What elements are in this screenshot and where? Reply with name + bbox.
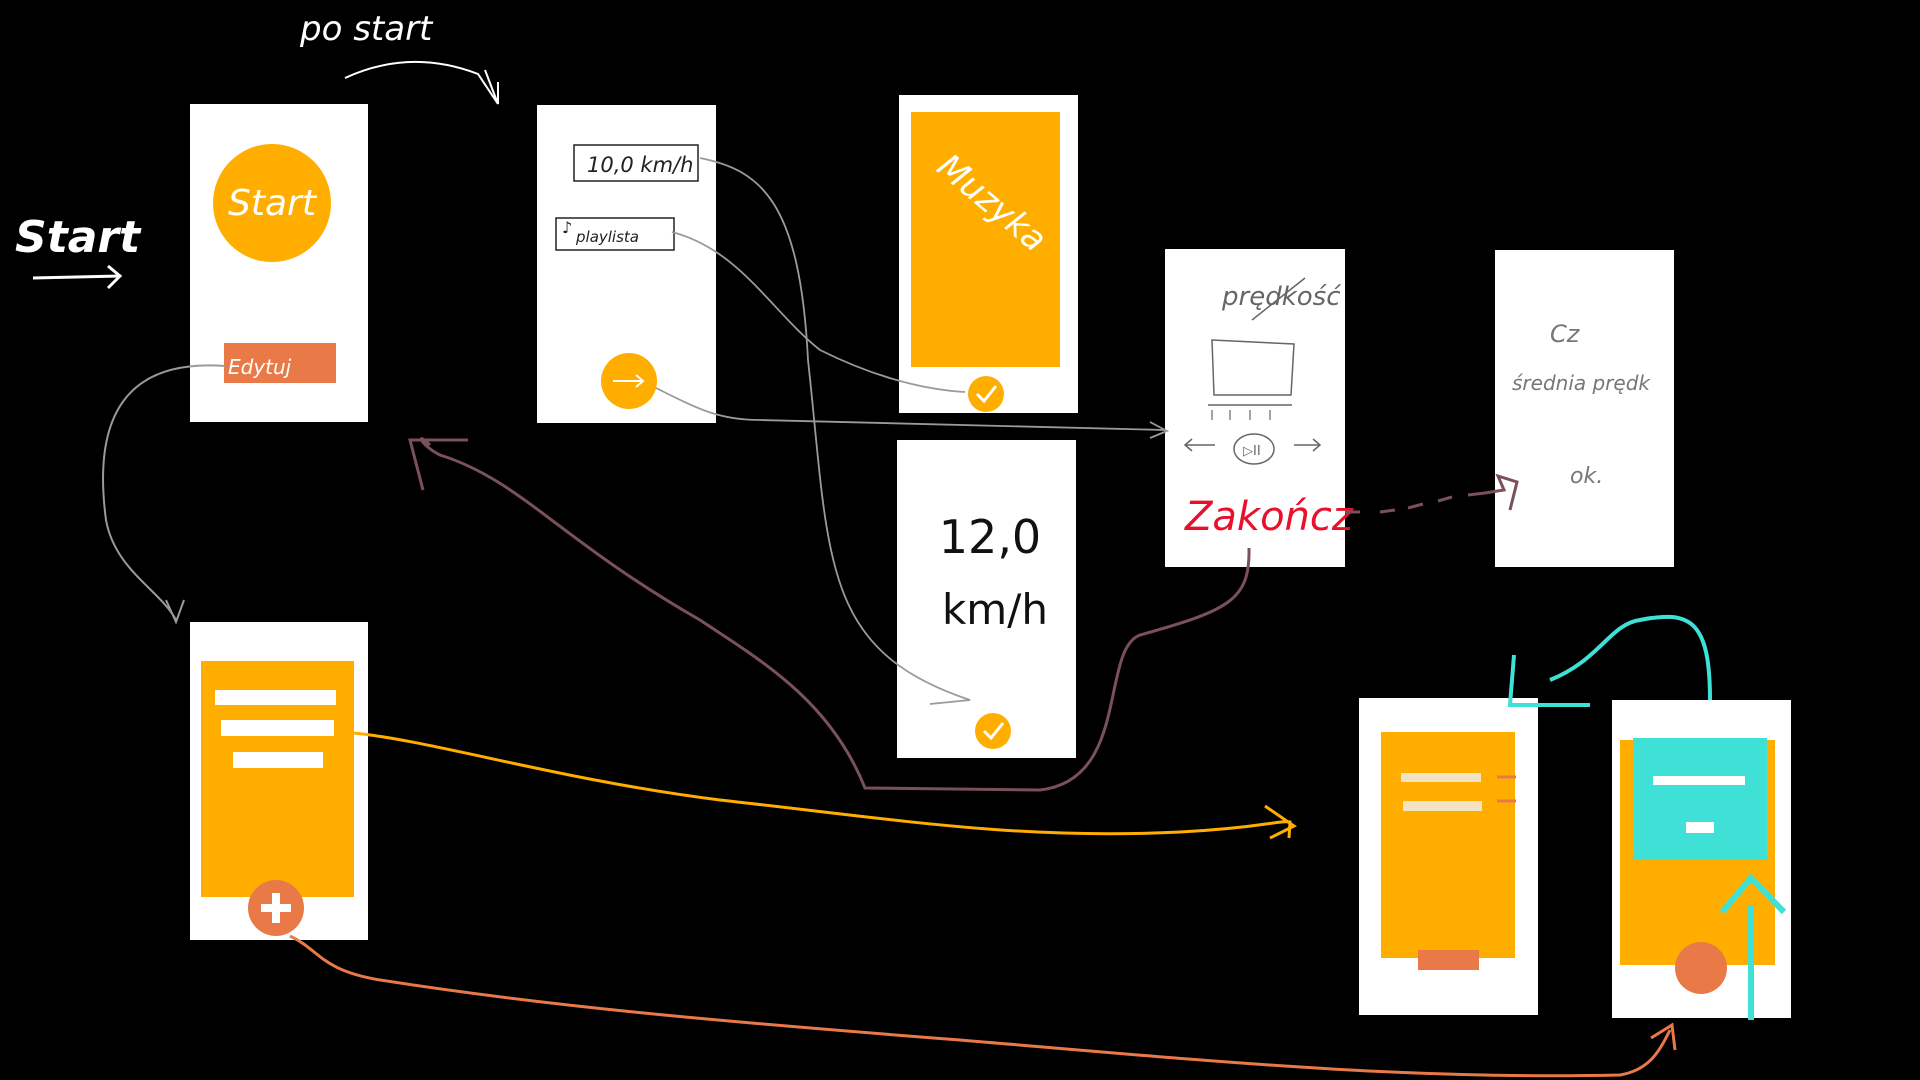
screen-settings: 10,0 km/h ♪ playlista <box>537 105 716 423</box>
dialog-confirm-button[interactable] <box>1686 822 1714 833</box>
connectors <box>102 157 1712 1078</box>
dialog-up-arrow <box>1719 873 1787 1020</box>
speed-strike <box>1251 277 1306 321</box>
list-item[interactable] <box>1403 801 1482 811</box>
start-entry-arrow <box>32 264 123 290</box>
finish-to-start-link <box>408 437 1251 792</box>
speed-unit: km/h <box>942 585 1048 634</box>
list-item[interactable] <box>215 690 336 705</box>
start-entry-label: Start <box>15 212 142 263</box>
list-item[interactable] <box>221 720 334 736</box>
edit-button-label: Edytuj <box>228 355 292 379</box>
check-icon <box>975 385 998 404</box>
screen-summary: Cz średnia prędk ok. <box>1495 250 1674 567</box>
po-start-arrow <box>344 61 499 105</box>
confirm-speed-button[interactable] <box>975 713 1011 749</box>
avg-speed-label: średnia prędk <box>1512 371 1651 395</box>
go-to-running-link <box>655 387 1170 439</box>
time-label: Cz <box>1550 320 1581 348</box>
screen-music: Muzyka <box>899 95 1078 413</box>
annotations: Start po start <box>15 9 499 290</box>
screen-add-dialog <box>1612 700 1791 1020</box>
prev-track-icon[interactable] <box>1183 438 1215 452</box>
screen-edit-list <box>190 622 368 940</box>
list-to-edit-link <box>352 731 1297 840</box>
po-start-label: po start <box>299 9 434 49</box>
arrow-right-icon <box>613 374 645 388</box>
edit-button[interactable] <box>224 343 336 383</box>
playlist-field[interactable] <box>555 217 675 251</box>
screen-speed-frame <box>897 440 1076 758</box>
speed-value: 12,0 <box>939 510 1041 564</box>
speed-field-value: 10,0 km/h <box>587 153 693 177</box>
confirm-music-button[interactable] <box>968 376 1004 412</box>
finish-button[interactable]: Zakończ <box>1184 494 1354 540</box>
list-panel <box>1381 732 1515 958</box>
music-panel <box>911 112 1060 367</box>
screen-summary-frame <box>1495 250 1674 567</box>
list-item[interactable] <box>233 752 323 768</box>
add-dialog <box>1633 738 1767 860</box>
add-button[interactable] <box>1675 942 1727 994</box>
playlist-field-label: playlista <box>575 228 639 246</box>
speed-to-speed-screen-link <box>699 157 971 705</box>
start-button-label: Start <box>228 183 318 224</box>
screen-running-frame <box>1165 249 1345 567</box>
dialog-input[interactable] <box>1653 776 1745 785</box>
ok-button[interactable]: ok. <box>1570 464 1603 489</box>
screen-list-edit <box>1359 698 1538 1015</box>
save-button[interactable] <box>1418 950 1479 970</box>
start-button[interactable] <box>213 144 331 262</box>
edit-to-list-link <box>102 364 226 625</box>
playlist-to-music-link <box>671 231 966 393</box>
music-note-icon: ♪ <box>562 218 572 237</box>
screen-start: Start Edytuj <box>190 104 368 422</box>
speed-field[interactable] <box>573 144 699 182</box>
play-icon: ▷II <box>1243 444 1261 459</box>
screen-speed: 12,0 km/h <box>897 440 1076 758</box>
cover-art-placeholder <box>1211 339 1295 396</box>
next-track-icon[interactable] <box>1294 438 1322 452</box>
plus-icon <box>261 893 291 923</box>
screen-running: prędkość ▷II Zakończ <box>1165 249 1354 567</box>
finish-to-summary-link <box>1345 473 1519 514</box>
progress-ticks <box>1211 410 1271 420</box>
add-to-dialog-link <box>289 934 1677 1078</box>
check-icon <box>982 722 1005 741</box>
play-pause-button[interactable] <box>1233 433 1275 465</box>
list-item[interactable] <box>1401 773 1481 782</box>
dialog-to-list-link <box>1507 614 1712 707</box>
